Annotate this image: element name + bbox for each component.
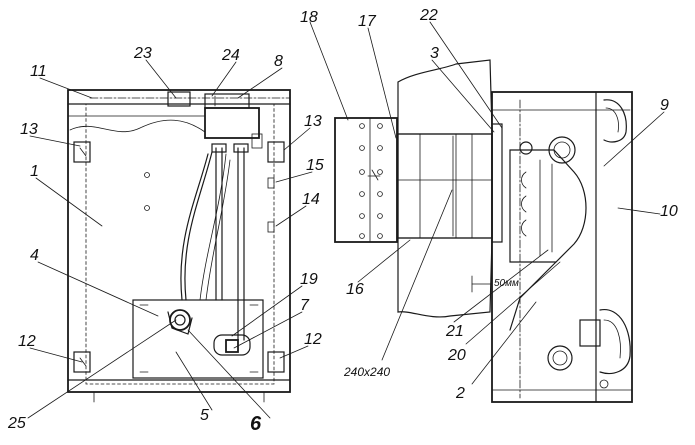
cylinder-top-inner	[605, 107, 619, 133]
small-port	[599, 379, 609, 389]
mount-plate-top-right	[267, 141, 285, 163]
cylinder-bottom	[599, 309, 631, 375]
exchanger-ribs	[521, 159, 553, 257]
flue-duct	[396, 133, 493, 239]
callout-22: 22	[419, 7, 438, 24]
side-fitting-14	[267, 221, 275, 233]
lower-port	[547, 345, 573, 371]
callout-19: 19	[300, 271, 318, 288]
callout-9: 9	[660, 97, 669, 114]
callout-25: 25	[7, 415, 26, 432]
lower-plate-4	[132, 299, 264, 379]
callout-11: 11	[30, 63, 47, 80]
hose-1	[184, 151, 213, 301]
front-view	[67, 89, 291, 403]
callout-5: 5	[200, 407, 209, 424]
callout-23: 23	[133, 45, 152, 62]
leader-lines	[27, 21, 665, 419]
hole	[144, 172, 150, 178]
tube-clamp	[233, 143, 249, 153]
hole	[144, 205, 150, 211]
plate-mark	[79, 147, 87, 157]
callout-15: 15	[306, 157, 324, 174]
callout-1: 1	[30, 163, 39, 180]
callout-18: 18	[300, 9, 318, 26]
burner-body	[167, 311, 193, 335]
body-contour	[509, 261, 557, 331]
hose-4	[205, 159, 231, 301]
tube-clamp	[211, 143, 227, 153]
wall-section	[397, 59, 493, 318]
arrow-mark	[367, 169, 381, 181]
heat-exchanger-9	[509, 149, 587, 263]
fitting-22	[519, 141, 533, 155]
cylinder-bottom-inner	[603, 319, 621, 359]
cut-break-line	[69, 119, 206, 133]
mount-plate-top-left	[73, 141, 91, 163]
tank-top	[204, 107, 260, 139]
callout-labels: 11 13 1 4 12 25 23 24 8 13 15 14 19 7 12…	[7, 7, 678, 435]
bottom-block	[579, 319, 601, 347]
valve-block-7	[213, 334, 251, 356]
callout-12-right: 12	[304, 331, 322, 348]
callout-13-right: 13	[304, 113, 322, 130]
gauge-inner	[553, 141, 571, 159]
callout-2: 2	[455, 385, 465, 402]
bracket-8	[204, 93, 250, 109]
side-fitting-15	[267, 177, 275, 189]
hose-2	[180, 153, 209, 301]
stove-body-outline	[67, 89, 291, 393]
mount-plate-bottom-left	[73, 351, 91, 373]
callout-7: 7	[300, 297, 310, 314]
valve-core	[225, 339, 239, 353]
side-valve	[251, 133, 263, 149]
burner-inner	[174, 314, 186, 326]
stove-side-body	[491, 91, 633, 403]
callout-3: 3	[430, 45, 439, 62]
dimension-opening: 240x240	[343, 365, 390, 379]
section-view: 50мм	[334, 59, 633, 403]
plate-mark	[79, 357, 87, 367]
mount-plate-bottom-right	[267, 351, 285, 373]
lower-port-inner	[552, 350, 568, 366]
callout-24: 24	[221, 47, 240, 64]
burner-6	[169, 309, 191, 331]
adapter-3	[491, 123, 503, 243]
flange-18	[334, 117, 398, 243]
hose-3	[199, 153, 227, 301]
flange-bolts	[359, 123, 383, 239]
callout-16: 16	[346, 281, 364, 298]
callout-20: 20	[447, 347, 466, 364]
callout-6: 6	[250, 413, 262, 435]
callout-4: 4	[30, 247, 39, 264]
wall-opening	[397, 133, 493, 239]
callout-10: 10	[660, 203, 678, 220]
callout-17: 17	[358, 13, 377, 30]
callout-13-left: 13	[20, 121, 38, 138]
callout-8: 8	[274, 53, 283, 70]
callout-14: 14	[302, 191, 320, 208]
sensor-box-23	[167, 91, 191, 107]
cylinder-top	[603, 99, 627, 143]
callout-21: 21	[445, 323, 464, 340]
callout-12-left: 12	[18, 333, 36, 350]
dimension-gap: 50мм	[494, 278, 519, 289]
